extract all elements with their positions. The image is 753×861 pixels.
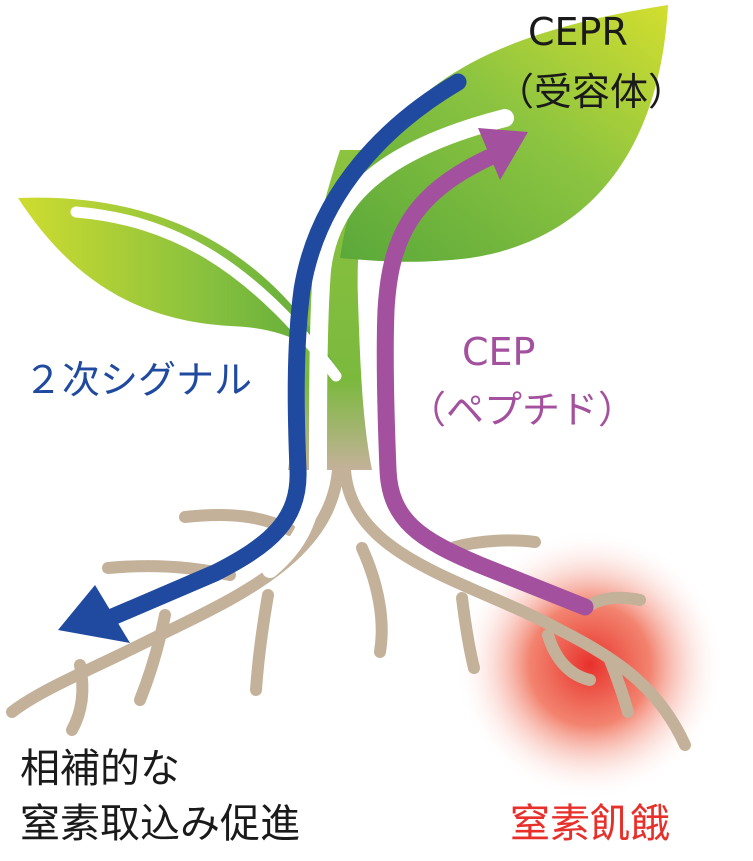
root-branch — [584, 591, 646, 611]
peptide-label: CEP — [462, 330, 536, 374]
root-branch — [356, 542, 388, 658]
root-branch — [542, 629, 596, 686]
peptide-sublabel: （ペプチド） — [408, 388, 637, 432]
nitrogen-starvation-glow — [455, 530, 725, 800]
receptor-label: CEPR — [528, 10, 628, 54]
receptor-sublabel: （受容体） — [496, 70, 687, 114]
complementary-uptake-label: 相補的な — [20, 746, 180, 792]
secondary-signal-arrowhead — [58, 585, 130, 643]
peptide-arrow — [376, 149, 594, 616]
root-vein — [262, 462, 326, 578]
complementary-uptake-sublabel: 窒素取込み促進 — [20, 801, 300, 847]
root-branch — [604, 654, 634, 718]
root-branch — [134, 609, 171, 706]
left-leaf — [18, 197, 340, 375]
stem-vein — [309, 109, 514, 479]
root-branch — [449, 534, 541, 553]
peptide-arrowhead — [478, 128, 528, 180]
main-root-right — [339, 464, 691, 751]
root-branch — [456, 592, 480, 674]
nitrogen-starvation-label: 窒素飢餓 — [510, 801, 670, 847]
root-branch — [66, 659, 89, 736]
root-branch — [250, 589, 274, 696]
secondary-signal-arrow — [101, 73, 467, 627]
secondary-signal-label: ２次シグナル — [24, 358, 253, 402]
